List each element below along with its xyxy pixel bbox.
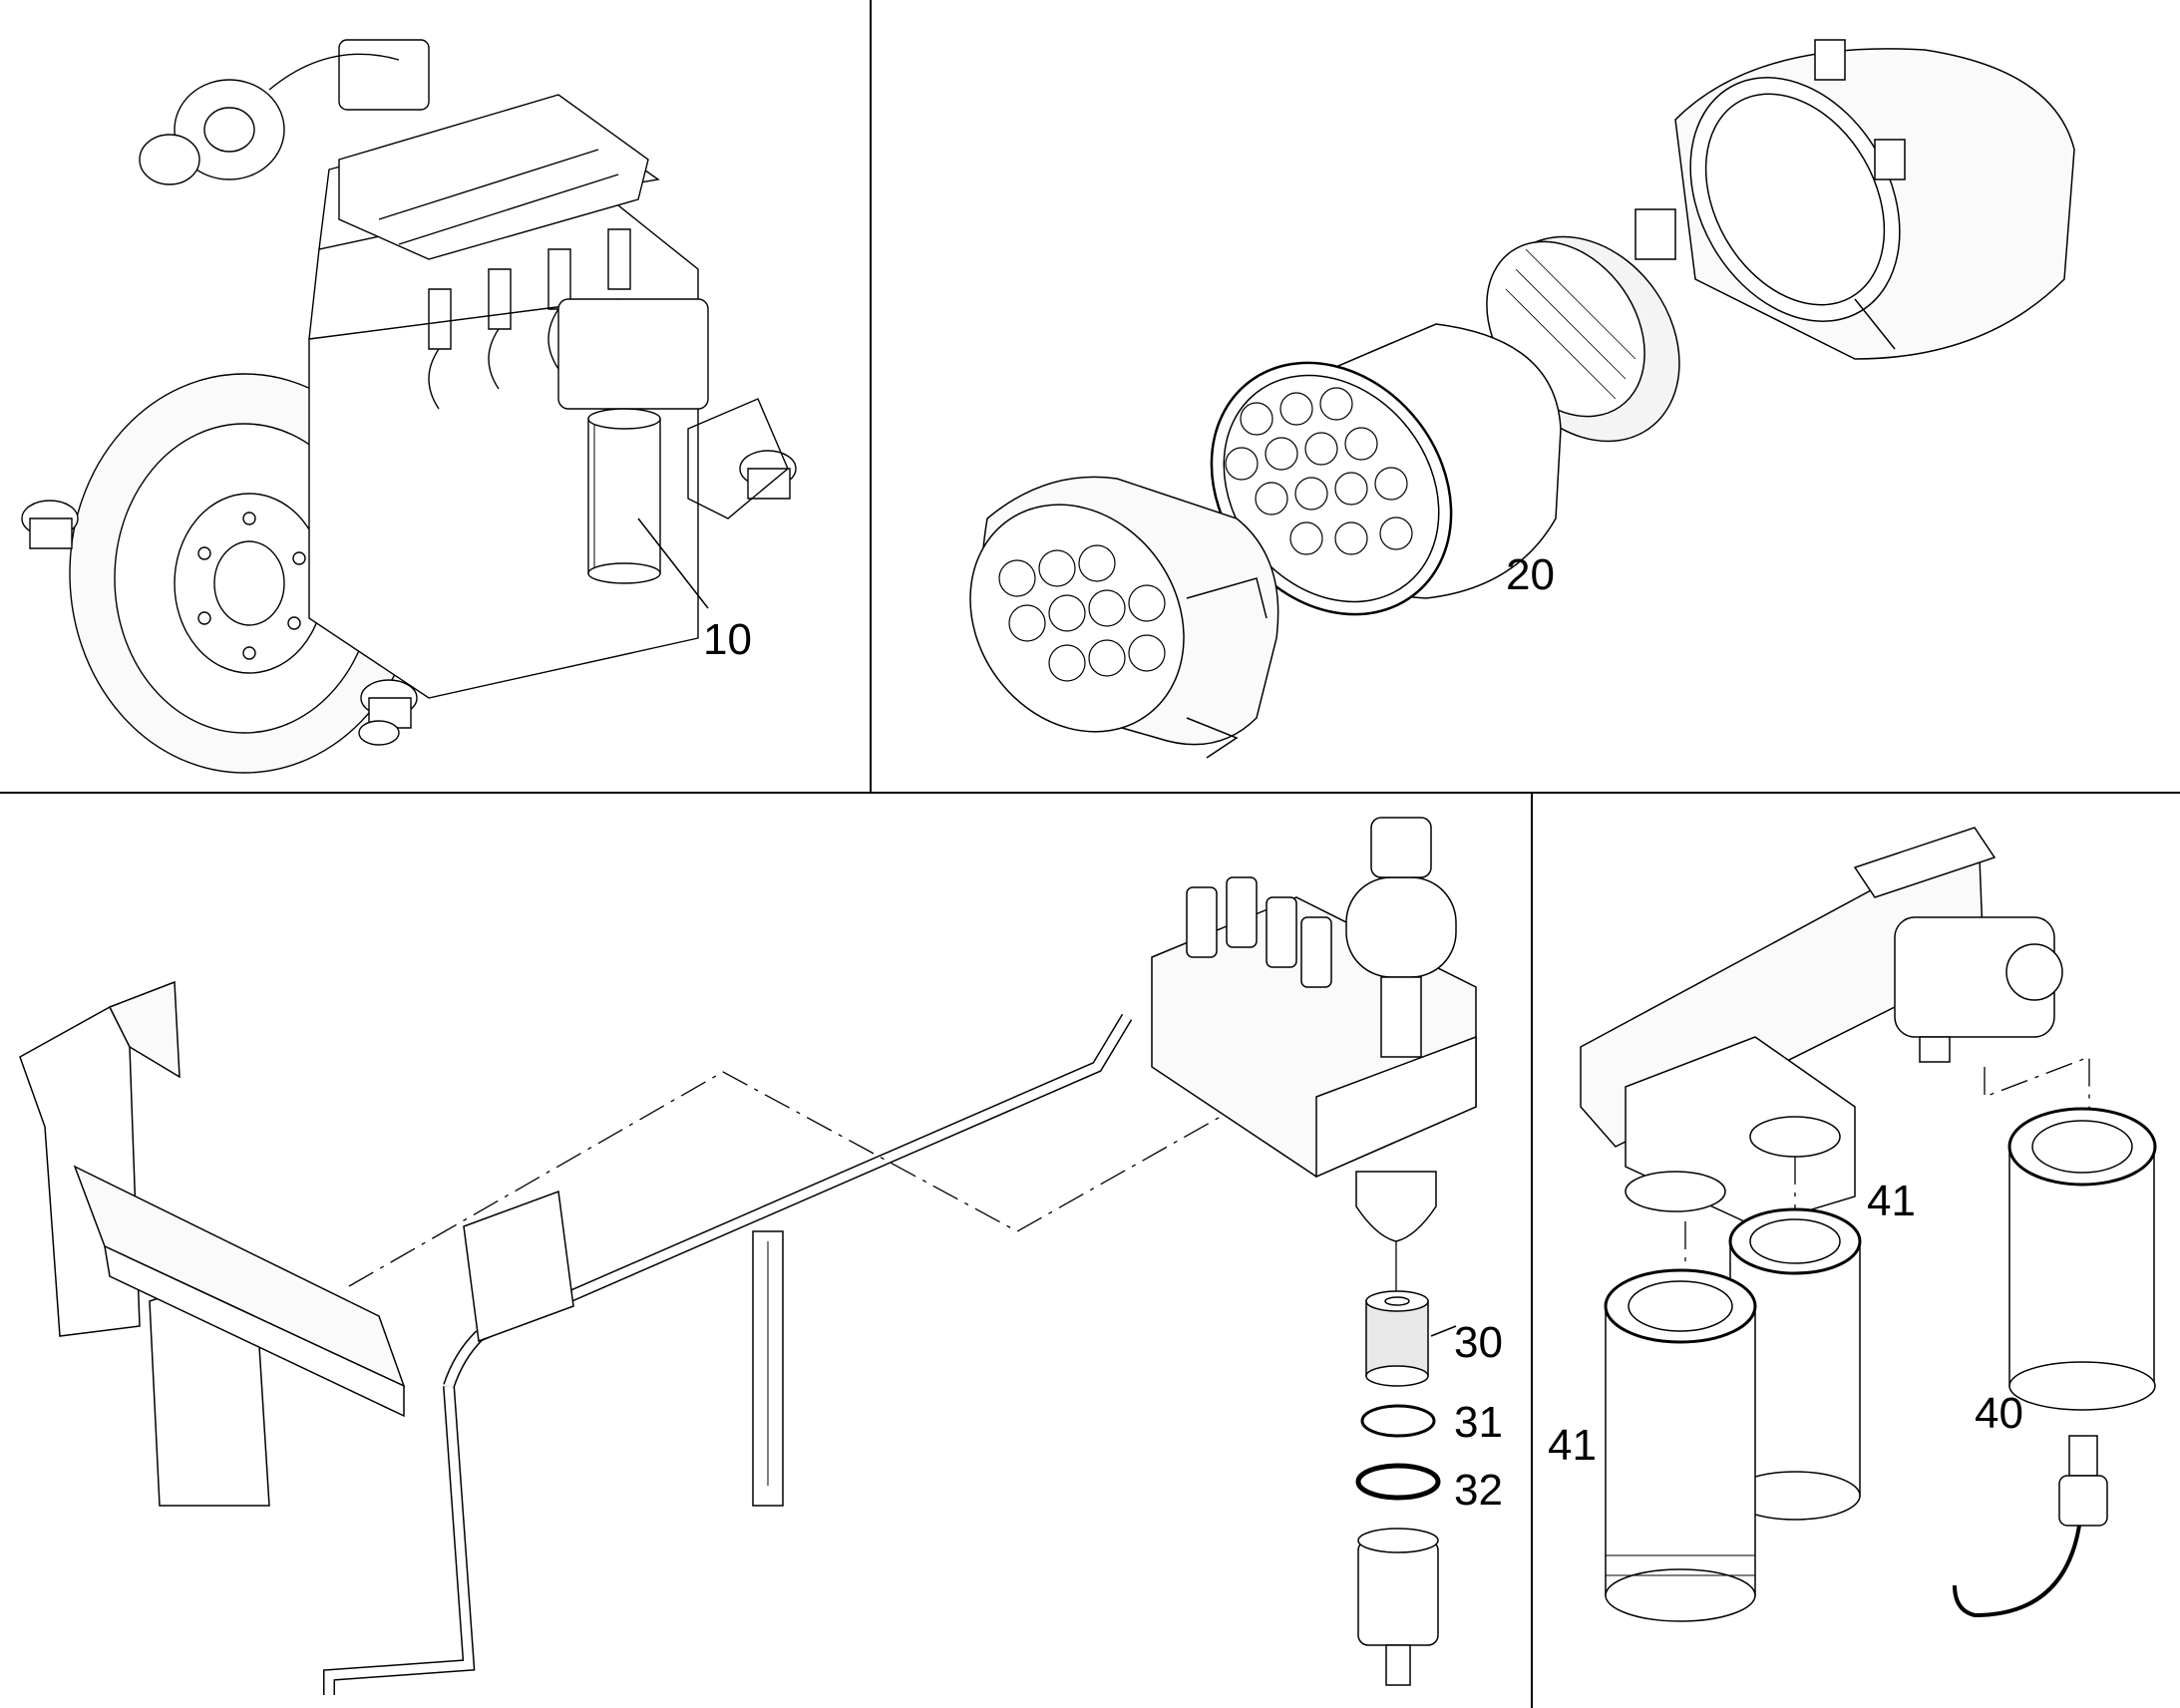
water-sensor bbox=[1955, 1436, 2107, 1615]
air-cleaner-cover bbox=[926, 463, 1277, 773]
hydraulic-frame-drawing bbox=[20, 818, 1767, 1695]
callout-41-upper: 41 bbox=[1867, 1177, 1916, 1225]
engine-drawing bbox=[22, 40, 796, 773]
callout-30: 30 bbox=[1454, 1318, 1503, 1367]
callout-20: 20 bbox=[1506, 550, 1555, 599]
o-ring-32 bbox=[1358, 1466, 1438, 1498]
callout-31: 31 bbox=[1454, 1398, 1503, 1447]
accumulator bbox=[1346, 818, 1456, 1057]
callout-10: 10 bbox=[703, 615, 752, 664]
callout-41-lower: 41 bbox=[1548, 1421, 1597, 1470]
fuel-filter-drawing bbox=[1581, 828, 2155, 1621]
o-ring-31 bbox=[1362, 1406, 1434, 1436]
air-cleaner-housing bbox=[1635, 40, 2074, 359]
strainer-30 bbox=[1366, 1291, 1428, 1386]
main-filter-element-20 bbox=[1162, 315, 1561, 662]
oil-filter-10 bbox=[588, 409, 660, 583]
callout-40: 40 bbox=[1975, 1389, 2023, 1438]
air-cleaner-drawing bbox=[926, 40, 2074, 774]
filter-bowl bbox=[1358, 1529, 1438, 1685]
fuel-filter-41-lower bbox=[1606, 1270, 1755, 1621]
callout-leaders bbox=[1430, 1325, 1457, 1337]
fuel-filter-40 bbox=[2009, 1109, 2155, 1410]
callout-32: 32 bbox=[1454, 1466, 1503, 1515]
